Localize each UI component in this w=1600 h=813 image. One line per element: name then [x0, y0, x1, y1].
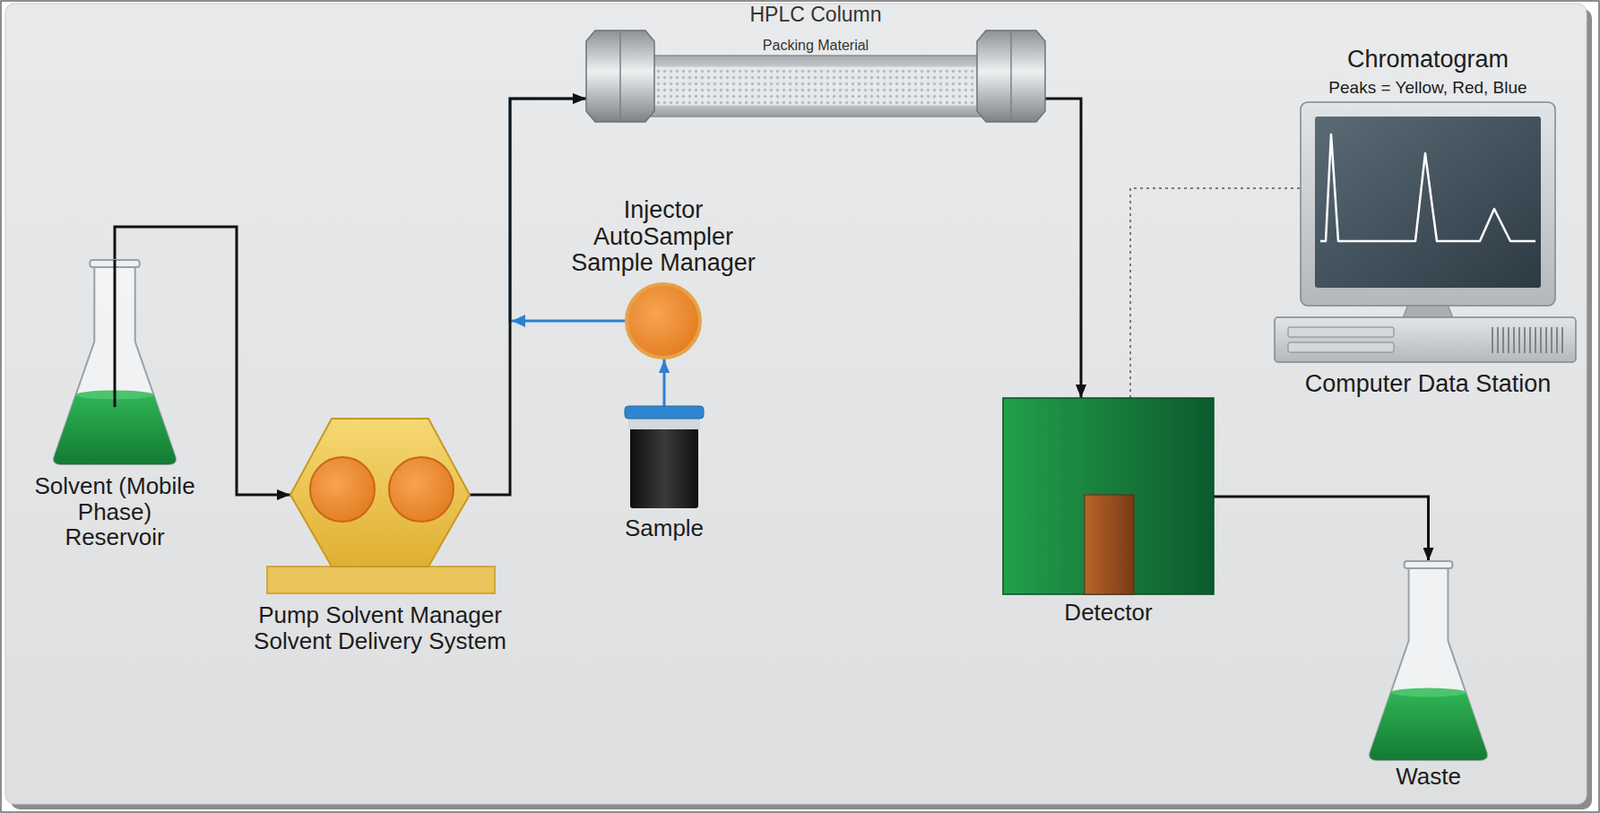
panel — [5, 3, 1587, 805]
vial-cap — [624, 406, 704, 419]
vent-line — [1529, 327, 1531, 354]
detector-shape — [1003, 397, 1214, 595]
computer-data-station: ChromatogramPeaks = Yellow, Red, BlueCom… — [1300, 102, 1556, 363]
vent-line — [1550, 327, 1553, 354]
flow-cell — [1084, 494, 1134, 595]
hplc-column: HPLC ColumnPacking Material — [586, 30, 1046, 122]
pump-body — [290, 418, 470, 567]
node-label: HPLC Column — [672, 3, 960, 26]
drive-slot — [1288, 327, 1394, 338]
flow-line — [510, 98, 625, 321]
vent-line — [1502, 327, 1505, 354]
node-label: Detector — [1019, 599, 1199, 626]
node-label: Solvent (Mobile Phase) Reservoir — [25, 473, 205, 551]
fitting-edge — [619, 32, 622, 121]
screen — [1314, 116, 1541, 288]
chromatogram-peaks — [1320, 134, 1536, 242]
flask-rim — [1404, 561, 1453, 569]
node-label: Injector AutoSampler Sample Manager — [560, 197, 767, 277]
pump: Pump Solvent Manager Solvent Delivery Sy… — [290, 418, 470, 567]
injector-valve — [626, 284, 701, 358]
vent-line — [1534, 327, 1537, 354]
pump-head — [310, 457, 375, 522]
vent-line — [1496, 327, 1499, 354]
flask-liquid — [1369, 692, 1488, 761]
node-label: Chromatogram — [1266, 46, 1590, 74]
waste-flask: Waste — [1366, 561, 1490, 761]
vent-line — [1507, 327, 1510, 354]
solvent-reservoir-shape — [51, 259, 179, 465]
vent-line — [1561, 327, 1564, 354]
column-tube — [640, 55, 992, 117]
sample-vial-shape — [624, 406, 704, 509]
injector: Injector AutoSampler Sample Manager — [624, 282, 702, 360]
node-label: Packing Material — [681, 37, 951, 54]
sample-vial: Sample — [624, 406, 704, 509]
detector-housing — [1003, 397, 1214, 595]
vial-body — [630, 427, 699, 509]
waste-flask-shape — [1366, 561, 1490, 761]
intake-tube — [113, 259, 117, 407]
signal-line — [1130, 188, 1301, 398]
flow-line — [1045, 98, 1082, 398]
liquid-surface — [1391, 688, 1467, 698]
node-label: Sample — [596, 515, 732, 542]
vent-line — [1545, 327, 1548, 354]
injector-shape — [624, 282, 702, 360]
monitor — [1300, 102, 1556, 306]
drive-slot — [1288, 342, 1394, 353]
pump-shape — [290, 418, 470, 567]
flask-glass — [1369, 566, 1488, 761]
solvent-reservoir: Solvent (Mobile Phase) Reservoir — [51, 259, 179, 465]
end-fitting — [586, 30, 655, 122]
fitting-edge — [1010, 32, 1012, 121]
flow-line — [469, 98, 587, 495]
vent-line — [1513, 327, 1515, 354]
vent-line — [1518, 327, 1521, 354]
detector: Detector — [1003, 397, 1214, 595]
end-fitting — [977, 30, 1046, 122]
flow-line — [1213, 496, 1429, 562]
vent-line — [1539, 327, 1542, 354]
node-label: Peaks = Yellow, Red, Blue — [1266, 78, 1590, 98]
flow-line — [663, 359, 666, 407]
vent-line — [1491, 327, 1494, 354]
node-label: Waste — [1361, 763, 1497, 790]
computer-case — [1274, 317, 1576, 363]
node-label: Pump Solvent Manager Solvent Delivery Sy… — [227, 602, 533, 654]
computer-data-station-shape — [1300, 102, 1556, 363]
pump-head — [389, 457, 454, 522]
pump-base — [267, 566, 495, 594]
vent-line — [1556, 327, 1558, 354]
packing-material — [654, 66, 978, 106]
node-label: Computer Data Station — [1266, 371, 1590, 398]
vent-line — [1523, 327, 1526, 354]
